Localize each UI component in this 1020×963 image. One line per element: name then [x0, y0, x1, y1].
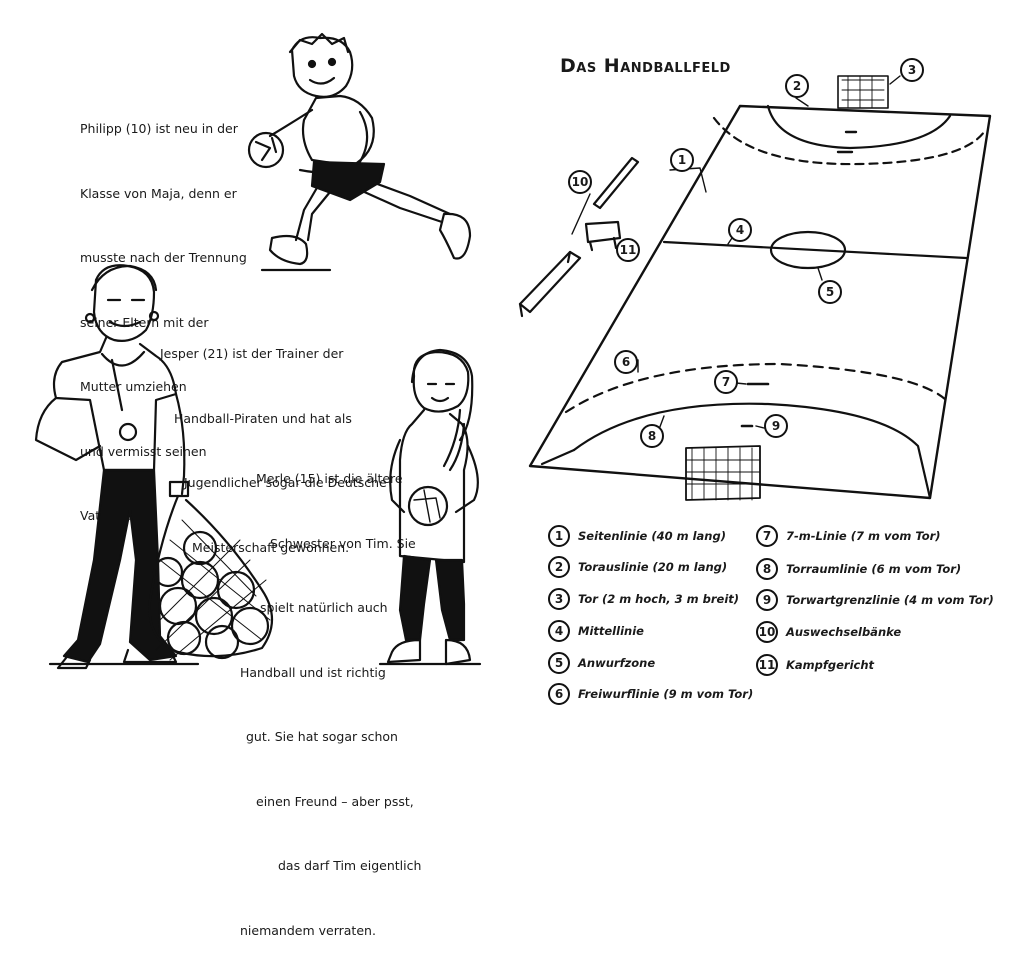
legend-text: Torwartgrenzlinie (4 m vom Tor) [786, 593, 994, 607]
legend-item: 8 Torraumlinie (6 m vom Tor) [756, 558, 961, 580]
legend-item: 3 Tor (2 m hoch, 3 m breit) [548, 588, 739, 610]
field-callout-7: 7 [714, 370, 738, 394]
legend-text: Seitenlinie (40 m lang) [578, 529, 726, 543]
field-title: Das Handballfeld [560, 55, 731, 77]
legend-number: 10 [756, 621, 778, 643]
field-callout-10: 10 [568, 170, 592, 194]
merle-line: Handball und ist richtig [240, 664, 386, 680]
jesper-description: Jesper (21) ist der Trainer der Handball… [160, 300, 387, 580]
legend-number: 4 [548, 620, 570, 642]
legend-number: 1 [548, 525, 570, 547]
jesper-line: Jugendlicher sogar die Deutsche [184, 475, 387, 490]
legend-text: Torraumlinie (6 m vom Tor) [786, 562, 962, 576]
merle-illustration [378, 348, 482, 666]
legend-item: 4 Mittellinie [548, 620, 644, 642]
merle-line: einen Freund – aber psst, [256, 793, 414, 809]
page-illustrations [34, 32, 992, 670]
legend-text: Torauslinie (20 m lang) [578, 560, 728, 574]
legend-number: 9 [756, 589, 778, 611]
legend-item: 2 Torauslinie (20 m lang) [548, 556, 727, 578]
legend-item: 5 Anwurfzone [548, 652, 655, 674]
legend-item: 1 Seitenlinie (40 m lang) [548, 525, 726, 547]
field-callout-3: 3 [900, 58, 924, 82]
field-callout-1: 1 [670, 148, 694, 172]
field-callout-2: 2 [785, 74, 809, 98]
field-callout-8: 8 [640, 424, 664, 448]
field-callout-6: 6 [614, 350, 638, 374]
legend-text: Tor (2 m hoch, 3 m breit) [578, 592, 740, 606]
legend-number: 11 [756, 654, 778, 676]
philipp-line: Mutter umziehen [80, 379, 187, 394]
legend-number: 8 [756, 558, 778, 580]
jesper-line: Meisterschaft gewonnen. [192, 539, 350, 555]
jesper-illustration [34, 264, 200, 670]
legend-text: Auswechselbänke [786, 625, 902, 639]
philipp-description: Philipp (10) ist neu in der Klasse von M… [80, 75, 247, 548]
merle-line: niemandem verraten. [240, 922, 376, 938]
legend-item: 11 Kampfgericht [756, 654, 874, 676]
field-callout-11: 11 [616, 238, 640, 262]
philipp-line: Philipp (10) ist neu in der [80, 121, 238, 136]
legend-number: 6 [548, 683, 570, 705]
merle-line: das darf Tim eigentlich [278, 858, 422, 873]
merle-line: Schwester von Tim. Sie [270, 535, 416, 551]
legend-number: 5 [548, 652, 570, 674]
legend-text: 7-m-Linie (7 m vom Tor) [786, 529, 941, 543]
philipp-line: Klasse von Maja, denn er [80, 185, 237, 201]
jesper-line: Handball-Piraten und hat als [174, 410, 352, 426]
merle-line: Merle (15) ist die ältere [256, 471, 403, 486]
legend-number: 7 [756, 525, 778, 547]
legend-number: 3 [548, 588, 570, 610]
legend-text: Freiwurflinie (9 m vom Tor) [578, 687, 754, 701]
field-callout-4: 4 [728, 218, 752, 242]
handball-field-drawing [518, 75, 992, 501]
ball-net-illustration [148, 494, 273, 661]
field-callout-5: 5 [818, 280, 842, 304]
field-callout-9: 9 [764, 414, 788, 438]
legend-number: 2 [548, 556, 570, 578]
legend-text: Kampfgericht [786, 658, 875, 672]
legend-text: Anwurfzone [578, 656, 656, 670]
jesper-line: Jesper (21) ist der Trainer der [160, 346, 344, 361]
legend-text: Mittellinie [578, 624, 644, 638]
legend-item: 7 7-m-Linie (7 m vom Tor) [756, 525, 941, 547]
philipp-line: musste nach der Trennung [80, 250, 247, 265]
legend-item: 6 Freiwurflinie (9 m vom Tor) [548, 683, 753, 705]
legend-item: 10 Auswechselbänke [756, 621, 901, 643]
legend-item: 9 Torwartgrenzlinie (4 m vom Tor) [756, 589, 994, 611]
philipp-illustration [247, 32, 472, 272]
